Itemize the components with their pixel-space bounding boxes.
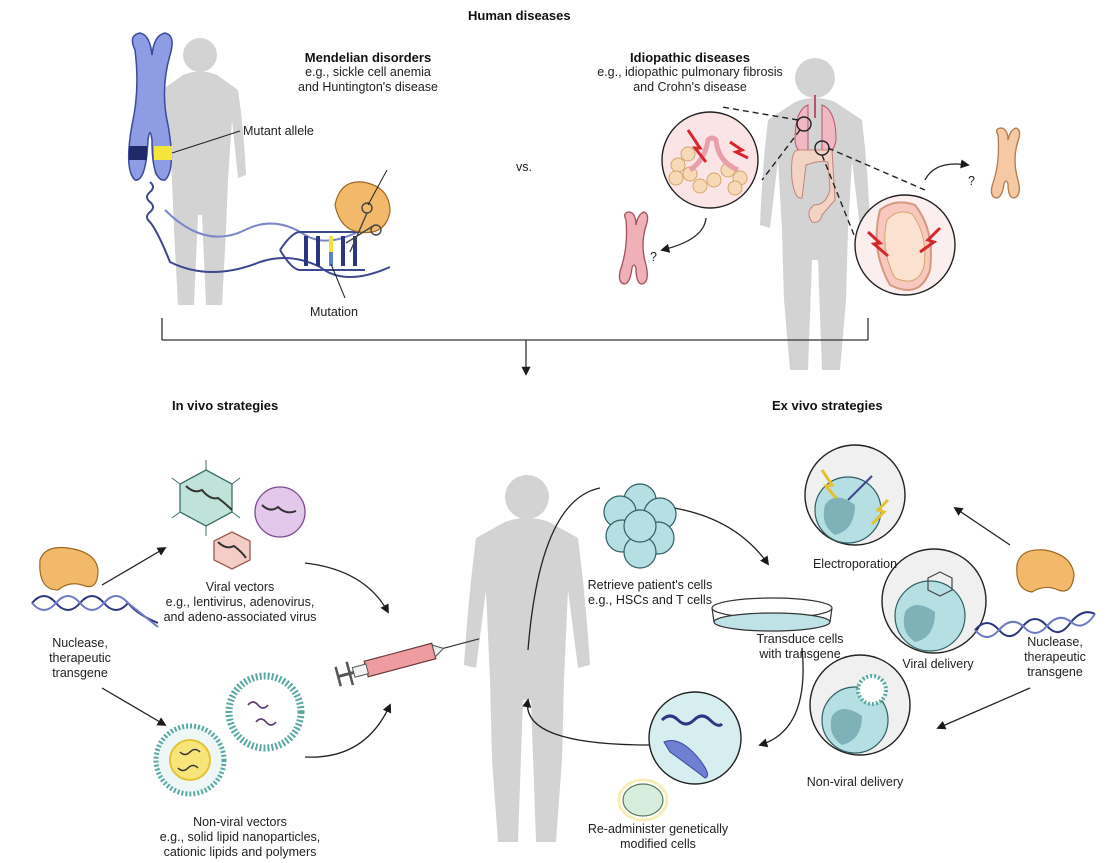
patient-cells-cluster [603, 483, 677, 569]
arrow-nonviral-to-syringe [304, 703, 392, 758]
gut-tissue-inset [854, 194, 956, 296]
label-line: e.g., solid lipid nanoparticles, [159, 830, 321, 844]
lentivirus-icon [254, 486, 306, 538]
aav-icon [213, 531, 251, 570]
dna-helix-right [974, 611, 1096, 638]
ex-vivo-nuclease-label: Nuclease, therapeutic transgene [1010, 635, 1100, 680]
convergence-bracket [161, 318, 869, 376]
nonviral-vectors-label: Non-viral vectors e.g., solid lipid nano… [145, 815, 335, 860]
question-mark-left: ? [650, 250, 657, 264]
label-line: and adeno-associated virus [163, 610, 317, 624]
retrieve-cells-label: Retrieve patient's cells e.g., HSCs and … [580, 578, 720, 608]
diagram-title: Human diseases [468, 8, 571, 23]
mutation-leader-line [330, 263, 346, 299]
nuclease-scissors-icon [334, 181, 391, 253]
nuclease-protein-right [1016, 549, 1075, 593]
idiopathic-example-1: e.g., idiopathic pulmonary fibrosis [597, 65, 783, 79]
adenovirus-icon [171, 460, 241, 536]
zoom-dashed-lines [721, 106, 926, 246]
viral-delivery-cell-icon [881, 548, 987, 654]
transduce-cells-label: Transduce cells with transgene [740, 632, 860, 662]
label-line: Viral vectors [205, 580, 275, 594]
ex-vivo-heading: Ex vivo strategies [772, 398, 883, 413]
chromosome-peach-icon [990, 127, 1021, 199]
label-line: cationic lipids and polymers [163, 845, 317, 859]
label-line: Nuclease, [1027, 635, 1083, 649]
human-silhouette-mendelian [154, 38, 246, 305]
mutant-allele-label: Mutant allele [243, 124, 314, 138]
arrow-body-to-cells [527, 487, 601, 651]
arrow-to-nonviral-delivery [936, 687, 1031, 730]
lung-tissue-inset [661, 111, 759, 209]
label-line: therapeutic [49, 651, 111, 665]
arrow-dish-to-modified [758, 647, 804, 748]
arrow-viral-to-syringe [304, 562, 389, 614]
arrow-to-nonviral-vectors [101, 687, 167, 726]
modified-cell-icon [617, 691, 742, 822]
chromosome-blue-icon [127, 32, 173, 181]
label-line: Nuclease, [52, 636, 108, 650]
idiopathic-heading: Idiopathic diseases [630, 50, 750, 65]
label-line: transgene [52, 666, 108, 680]
mutant-allele-leader-line [171, 130, 241, 154]
label-line: therapeutic [1024, 650, 1086, 664]
syringe-icon [334, 638, 480, 687]
mendelian-example-2: and Huntington's disease [298, 80, 438, 94]
mendelian-example-1: e.g., sickle cell anemia [305, 65, 431, 79]
label-line: with transgene [759, 647, 841, 661]
vs-label: vs. [516, 160, 532, 174]
nonviral-delivery-cell-icon [809, 654, 911, 756]
arrow-to-electroporation [953, 506, 1011, 546]
lung-zoom-marker [796, 116, 812, 132]
lungs-icon [794, 95, 837, 152]
arrow-modified-to-body [522, 698, 651, 746]
chromosome-pink-icon [618, 211, 649, 285]
arrow-to-peach-chromosome [924, 159, 970, 181]
intestine-icon [791, 149, 836, 223]
electroporation-label: Electroporation [812, 557, 898, 571]
readminister-label: Re-administer genetically modified cells [578, 822, 738, 852]
arrow-to-viral-vectors [101, 547, 167, 586]
label-line: e.g., lentivirus, adenovirus, [165, 595, 315, 609]
label-line: Retrieve patient's cells [587, 578, 713, 592]
mutation-label: Mutation [310, 305, 358, 319]
in-vivo-heading: In vivo strategies [172, 398, 279, 413]
in-vivo-nuclease-label: Nuclease, therapeutic transgene [30, 636, 130, 681]
mendelian-label: Mendelian disorders e.g., sickle cell an… [268, 50, 468, 95]
dna-base-pairs [304, 236, 357, 266]
viral-delivery-label: Viral delivery [902, 657, 974, 671]
human-silhouette-idiopathic [760, 58, 870, 370]
label-line: Re-administer genetically [587, 822, 729, 836]
label-line: transgene [1027, 665, 1083, 679]
idiopathic-example-2: and Crohn's disease [633, 80, 747, 94]
lipid-nanoparticle-icon [153, 723, 227, 797]
label-line: Non-viral vectors [193, 815, 287, 829]
label-line: modified cells [620, 837, 696, 851]
question-mark-right: ? [968, 174, 975, 188]
nuclease-protein-left [39, 546, 99, 591]
label-line: e.g., HSCs and T cells [588, 593, 712, 607]
viral-vectors-label: Viral vectors e.g., lentivirus, adenovir… [150, 580, 330, 625]
petri-dish-icon [711, 597, 833, 632]
human-silhouette-patient [464, 475, 590, 842]
label-line: Transduce cells [756, 632, 844, 646]
idiopathic-label: Idiopathic diseases e.g., idiopathic pul… [570, 50, 810, 95]
nonviral-delivery-label: Non-viral delivery [806, 775, 904, 789]
nuclease-leader-line [367, 169, 388, 206]
mendelian-heading: Mendelian disorders [304, 50, 432, 65]
arrow-to-pink-chromosome [660, 217, 707, 253]
cationic-lipid-vesicle-icon [225, 672, 305, 752]
electroporation-cell-icon [804, 444, 906, 546]
dna-helix-left [31, 595, 159, 628]
